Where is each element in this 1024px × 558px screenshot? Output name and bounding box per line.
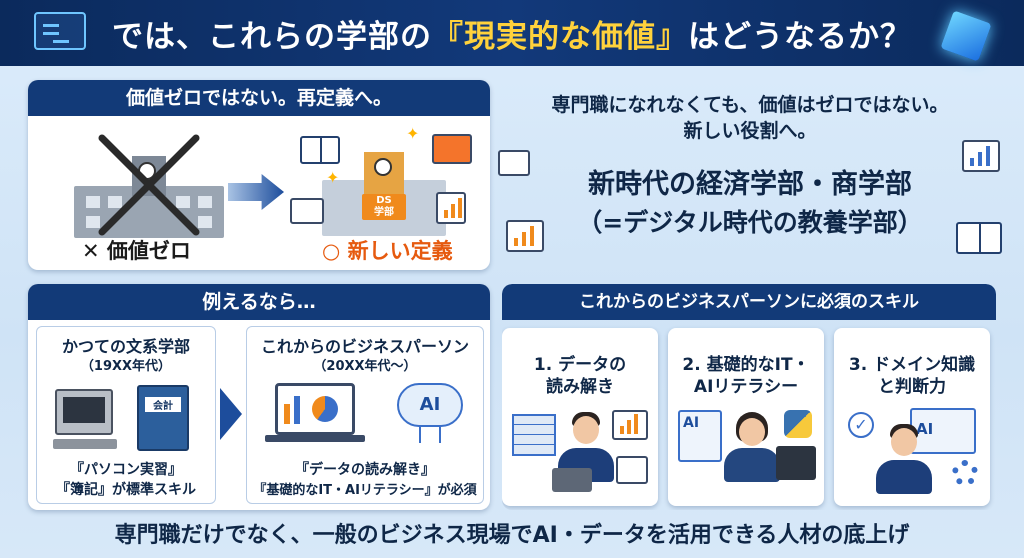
ai-cloud-label: AI [419,394,441,415]
message-line-4: （=デジタル時代の教養学部） [577,208,923,237]
keyboard-icon [53,439,117,449]
skill-title: 1. データの 読み解き [502,354,658,398]
tablet-chart-icon [436,192,466,224]
message-line-3: 新時代の経済学部・商学部 [588,169,912,200]
book-icon [300,136,340,164]
skill-title-line-2: AIリテラシー [693,377,799,397]
cross-mark-icon [94,130,204,240]
message-line-1: 専門職になれなくても、価値はゼロではない。 [551,94,949,116]
laptop-base [265,435,365,442]
new-university-building-icon: DS 学部 [298,140,468,236]
laptop-icon [290,198,324,224]
sparkle-icon: ✦ [326,168,340,187]
ai-settings-window-icon: AI [910,408,976,454]
line-chart-icon [612,410,648,440]
skill-card-it-ai-literacy: 2. 基礎的なIT・ AIリテラシー AI [668,328,824,506]
footer-message: 専門職だけでなく、一般のビジネス現場でAI・データを活用できる人材の底上げ [114,523,910,548]
python-logo-icon [784,410,812,438]
skills-heading: これからのビジネスパーソンに必須のスキル [502,284,996,320]
person-laptop-icon [552,468,592,492]
future-skill-line-1: 『データの読み解き』 [295,462,435,478]
bar-chart-icon [962,140,1000,172]
title-text-pre: では、これらの学部の [112,18,432,55]
chart-board-icon [432,134,472,164]
value-zero-label: ✕ 価値ゼロ [82,239,191,263]
skill-title-line-2: 読み解き [546,377,614,397]
future-title: これからのビジネスパーソン [260,337,469,356]
new-definition-label: ○ 新しい定義 [322,239,453,263]
ai-badge: AI [683,415,700,431]
ai-cloud-icon: AI [397,383,463,427]
example-heading: 例えるなら… [28,284,490,320]
code-window-icon [34,12,86,50]
future-business-card: これからのビジネスパーソン （20XX年代〜） AI 『データの読み解き』 『基… [246,326,484,504]
spreadsheet-icon [512,414,556,456]
skill-card-domain-judgment: 3. ドメイン知識 と判断力 ✓ AI [834,328,990,506]
ai-panel-icon: AI [678,410,722,462]
era-transition-arrow-icon [220,388,242,440]
old-computer-icon [55,389,113,435]
checkmark-badge-icon: ✓ [848,412,874,438]
future-era: （20XX年代〜） [313,359,417,374]
past-faculty-title: かつての文系学部 [61,337,190,356]
redefine-heading: 価値ゼロではない。再定義へ。 [28,80,490,116]
skill-title-line-1: 2. 基礎的なIT・ [682,355,810,375]
ledger-label: 会計 [145,397,181,412]
past-faculty-era: （19XX年代） [80,359,172,374]
pie-chart-icon [498,150,530,176]
page-title: では、これらの学部の『現実的な価値』はどうなるか？ [112,11,912,56]
skills-panel: これからのビジネスパーソンに必須のスキル 1. データの 読み解き 2. 基礎的… [502,284,996,510]
past-faculty-card: かつての文系学部 （19XX年代） 会計 『パソコン実習』 『簿記』が標準スキル [36,326,216,504]
title-text-highlight: 『現実的な価値』 [432,18,688,55]
woman-person-icon [722,412,782,492]
past-skill-line-1: 『パソコン実習』 [70,462,182,478]
businessman-person-icon [874,424,934,494]
past-skill-line-2: 『簿記』が標準スキル [56,482,196,498]
message-line-2: 新しい役割へ。 [683,120,817,142]
transition-arrow-icon [228,174,284,210]
cube-icon [940,10,992,62]
skill-title: 3. ドメイン知識 と判断力 [834,354,990,398]
gear-icon [952,460,978,486]
growth-chart-icon [506,220,544,252]
skill-title-line-2: と判断力 [878,377,946,397]
skill-title-line-1: 1. データの [533,355,627,375]
open-book-icon [956,222,1002,254]
future-skill-line-2: 『基礎的なIT・AIリテラシー』が必須 [253,483,477,498]
title-bar: では、これらの学部の『現実的な価値』はどうなるか？ [0,0,1024,66]
title-text-post: はどうなるか？ [688,18,912,55]
example-panel: 例えるなら… かつての文系学部 （19XX年代） 会計 『パソコン実習』 『簿記… [28,284,490,510]
laptop-dashboard-icon [275,383,355,435]
ai-badge: AI [916,420,934,438]
ledger-book-icon: 会計 [137,385,189,451]
trend-chart-icon [616,456,648,484]
code-window-icon [776,446,816,480]
circuit-lines-icon [419,427,441,443]
skill-title: 2. 基礎的なIT・ AIリテラシー [668,354,824,398]
redefinition-message: 専門職になれなくても、価値はゼロではない。 新しい役割へ。 新時代の経済学部・商… [500,92,1000,240]
skill-card-data-reading: 1. データの 読み解き [502,328,658,506]
redefine-panel: 価値ゼロではない。再定義へ。 ✕ 価値ゼロ DS 学部 ✦ ✦ ○ 新しい定義 [28,80,490,270]
skill-title-line-1: 3. ドメイン知識 [848,355,976,375]
ds-faculty-sign: DS 学部 [362,194,406,220]
sparkle-icon: ✦ [406,124,420,143]
